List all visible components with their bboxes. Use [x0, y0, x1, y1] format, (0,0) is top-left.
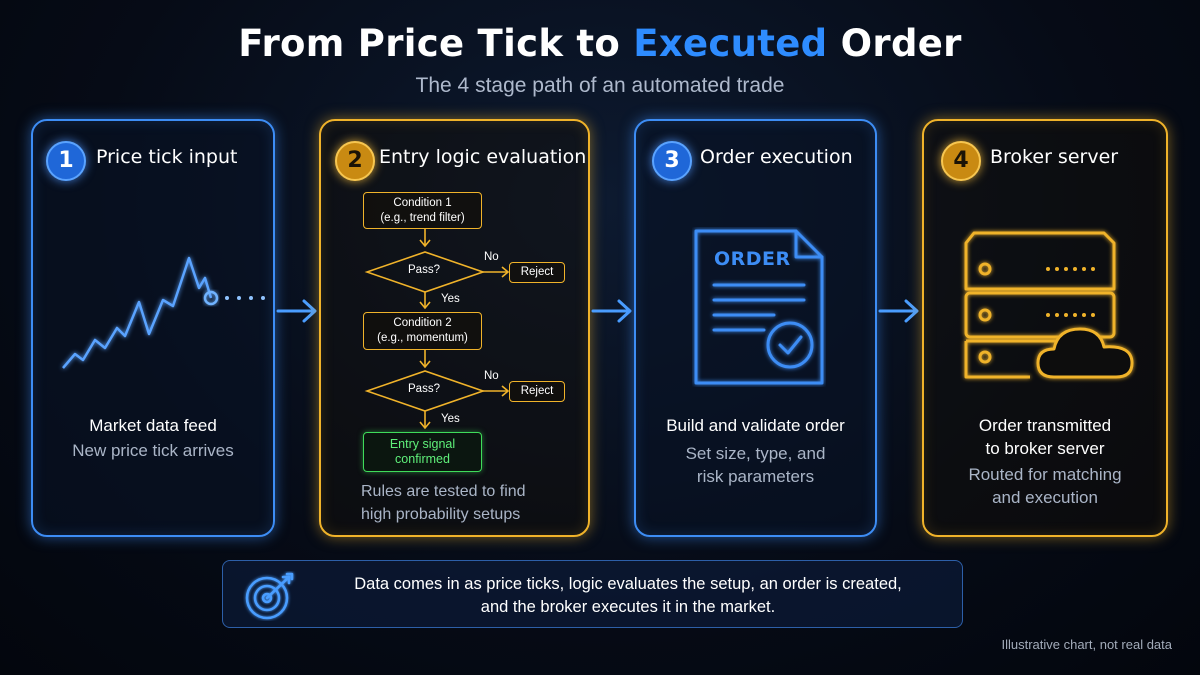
stage-caption-sub-line-2: risk parameters	[696, 467, 815, 486]
stage-number-badge: 1	[46, 141, 86, 181]
stage-title: Price tick input	[96, 146, 238, 168]
condition-1-example: (e.g., trend filter)	[380, 212, 465, 224]
entry-signal-line-2: confirmed	[395, 452, 450, 466]
stage-number-badge: 4	[941, 141, 981, 181]
title-pre: From Price Tick to	[238, 22, 634, 65]
entry-signal-line-1: Entry signal	[389, 437, 456, 451]
stage-caption-sub: New price tick arrives	[72, 441, 234, 460]
page-title: From Price Tick to Executed Order	[0, 22, 1200, 65]
price-chart-icon	[62, 256, 265, 369]
stage-caption-sub-line-1: Routed for matching	[968, 465, 1122, 484]
arrow-right-icon	[591, 299, 632, 323]
stage-title: Order execution	[700, 146, 853, 168]
order-document-icon	[694, 229, 824, 385]
condition-2-title: Condition 2	[393, 317, 452, 329]
stage-panel-order-execution: 3 Order execution ORDER Build and valida…	[634, 119, 877, 537]
stage-number-badge: 3	[652, 141, 692, 181]
stage-title: Broker server	[990, 146, 1119, 168]
decision-1-no-label: No	[484, 251, 499, 263]
condition-1-title: Condition 1	[393, 197, 452, 209]
decision-1-yes-label: Yes	[441, 293, 460, 305]
reject-2-box: Reject	[509, 381, 565, 402]
stage-panel-broker-server: 4 Broker server Order transmitted to bro…	[922, 119, 1168, 537]
summary-text: Data comes in as price ticks, logic eval…	[313, 573, 943, 619]
page-subtitle: The 4 stage path of an automated trade	[415, 74, 785, 97]
condition-2-box: Condition 2 (e.g., momentum)	[363, 312, 482, 350]
stage-panel-price-tick: 1 Price tick input Market data feed New …	[31, 119, 275, 537]
stage-caption-main-line-2: to broker server	[985, 439, 1105, 458]
stage-panel-entry-logic: 2 Entry logic evaluation Condition 1 (e.…	[319, 119, 590, 537]
title-highlight: Executed	[633, 22, 828, 65]
decision-2-yes-label: Yes	[441, 413, 460, 425]
summary-box: Data comes in as price ticks, logic eval…	[222, 560, 963, 628]
reject-1-box: Reject	[509, 262, 565, 283]
summary-line-1: Data comes in as price ticks, logic eval…	[354, 575, 902, 593]
caption-line: Rules are tested to find	[361, 483, 526, 500]
server-cloud-icon	[964, 231, 1134, 379]
stage-caption-main: Market data feed	[89, 416, 217, 435]
stage-title: Entry logic evaluation	[379, 146, 587, 168]
stage-caption-main: Build and validate order	[666, 416, 845, 435]
flowchart-connectors	[364, 229, 510, 430]
stage-number-badge: 2	[335, 141, 375, 181]
caption-line: high probability setups	[361, 506, 521, 523]
stage-caption-sub: Rules are tested to find high probabilit…	[361, 480, 526, 526]
disclaimer-text: Illustrative chart, not real data	[1001, 637, 1172, 652]
stage-caption-sub-line-2: and execution	[992, 488, 1098, 507]
decision-1-label: Pass?	[408, 264, 440, 276]
arrow-right-icon	[276, 299, 317, 323]
condition-1-box: Condition 1 (e.g., trend filter)	[363, 192, 482, 229]
stage-caption-sub-line-1: Set size, type, and	[685, 444, 826, 463]
entry-signal-box: Entry signal confirmed	[363, 432, 482, 472]
decision-2-no-label: No	[484, 370, 499, 382]
decision-2-label: Pass?	[408, 383, 440, 395]
title-post: Order	[827, 22, 962, 65]
summary-line-2: and the broker executes it in the market…	[480, 598, 776, 616]
target-icon	[245, 572, 294, 620]
condition-2-example: (e.g., momentum)	[377, 332, 468, 344]
stage-caption-main-line-1: Order transmitted	[978, 416, 1112, 435]
arrow-right-icon	[878, 299, 919, 323]
order-document-label: ORDER	[714, 248, 791, 270]
